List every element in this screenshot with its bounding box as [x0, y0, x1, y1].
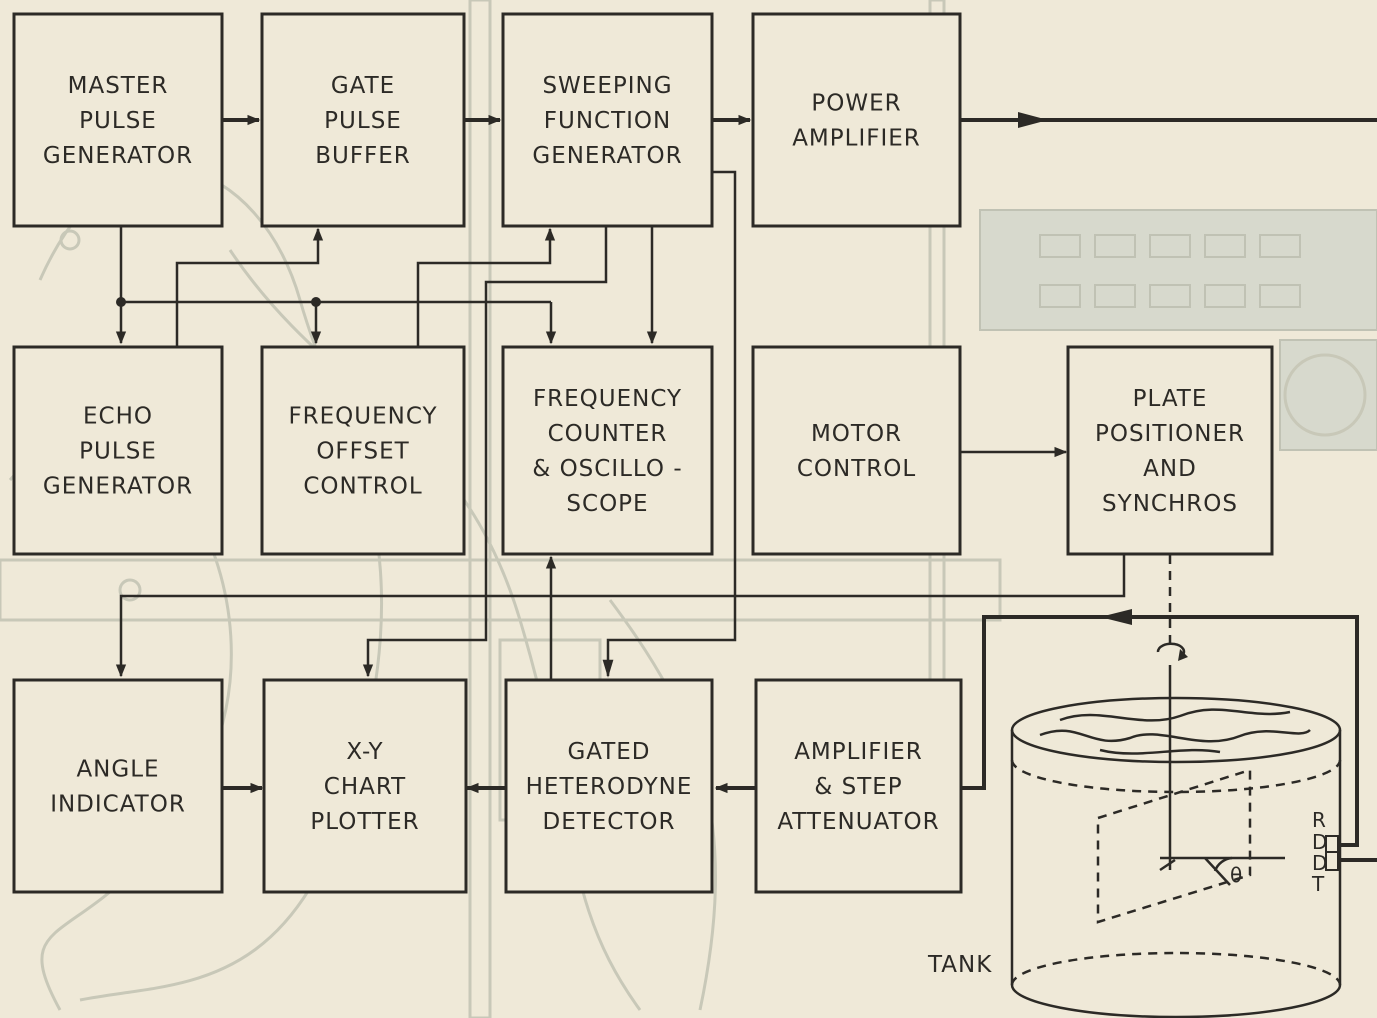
tank-illustration	[1012, 644, 1340, 1017]
block-label-line: GENERATOR	[43, 474, 193, 500]
block-label-line: COUNTER	[548, 421, 668, 447]
block-motor-control: MOTOR CONTROL	[753, 347, 960, 554]
angle-theta-label: θ	[1230, 863, 1242, 887]
block-frame	[14, 680, 222, 892]
block-label-line: PLATE	[1133, 386, 1208, 412]
terminal-letter-r: R	[1312, 808, 1326, 832]
block-label-line: GENERATOR	[43, 143, 193, 169]
block-label-line: PULSE	[79, 108, 157, 134]
block-label-line: ECHO	[83, 404, 153, 430]
block-label-line: & OSCILLO -	[532, 456, 682, 482]
block-label-line: POWER	[811, 91, 901, 117]
block-label-line: FUNCTION	[544, 108, 671, 134]
block-frame	[753, 14, 960, 226]
block-label-line: AMPLIFIER	[794, 739, 923, 765]
block-label-line: BUFFER	[315, 143, 411, 169]
terminal-letter-t: T	[1311, 872, 1325, 896]
block-label-line: HETERODYNE	[526, 774, 693, 800]
block-xy-chart-plotter: X-Y CHART PLOTTER	[264, 680, 466, 892]
block-label-line: AMPLIFIER	[792, 126, 921, 152]
block-label-line: FREQUENCY	[288, 404, 437, 430]
block-label-line: AND	[1143, 456, 1197, 482]
block-power-amplifier: POWER AMPLIFIER	[753, 14, 960, 226]
block-frame	[503, 347, 712, 554]
block-amplifier-step-attenuator: AMPLIFIER & STEP ATTENUATOR	[756, 680, 961, 892]
block-master-pulse-generator: MASTER PULSE GENERATOR	[14, 14, 222, 226]
block-plate-positioner-synchros: PLATE POSITIONER AND SYNCHROS	[1068, 347, 1272, 554]
block-angle-indicator: ANGLE INDICATOR	[14, 680, 222, 892]
block-label-line: GATED	[567, 739, 650, 765]
tank-label: TANK	[927, 952, 992, 978]
block-sweeping-function-generator: SWEEPING FUNCTION GENERATOR	[503, 14, 712, 226]
block-label-line: CHART	[324, 774, 406, 800]
block-label-line: FREQUENCY	[533, 386, 682, 412]
block-label-line: GENERATOR	[532, 143, 682, 169]
block-label-line: DETECTOR	[542, 809, 675, 835]
block-label-line: & STEP	[814, 774, 902, 800]
block-label-line: POSITIONER	[1095, 421, 1245, 447]
block-label-line: ANGLE	[76, 757, 159, 783]
block-frame	[1068, 347, 1272, 554]
block-label-line: ATTENUATOR	[777, 809, 939, 835]
block-frame	[753, 347, 960, 554]
block-label-line: PLOTTER	[310, 809, 419, 835]
block-gate-pulse-buffer: GATE PULSE BUFFER	[262, 14, 464, 226]
block-label-line: PULSE	[324, 108, 402, 134]
block-frequency-counter-oscilloscope: FREQUENCY COUNTER & OSCILLO - SCOPE	[503, 347, 712, 554]
block-label-line: CONTROL	[303, 474, 422, 500]
block-label-line: GATE	[331, 73, 395, 99]
block-label-line: SYNCHROS	[1102, 491, 1238, 517]
block-echo-pulse-generator: ECHO PULSE GENERATOR	[14, 347, 222, 554]
block-label-line: PULSE	[79, 439, 157, 465]
block-label-line: SCOPE	[566, 491, 648, 517]
block-label-line: X-Y	[346, 739, 383, 765]
block-gated-heterodyne-detector: GATED HETERODYNE DETECTOR	[506, 680, 712, 892]
block-label-line: SWEEPING	[542, 73, 672, 99]
block-label-line: MOTOR	[811, 421, 902, 447]
block-frequency-offset-control: FREQUENCY OFFSET CONTROL	[262, 347, 464, 554]
block-label-line: MASTER	[68, 73, 169, 99]
block-label-line: CONTROL	[797, 456, 916, 482]
block-label-line: INDICATOR	[50, 792, 186, 818]
block-label-line: OFFSET	[316, 439, 409, 465]
